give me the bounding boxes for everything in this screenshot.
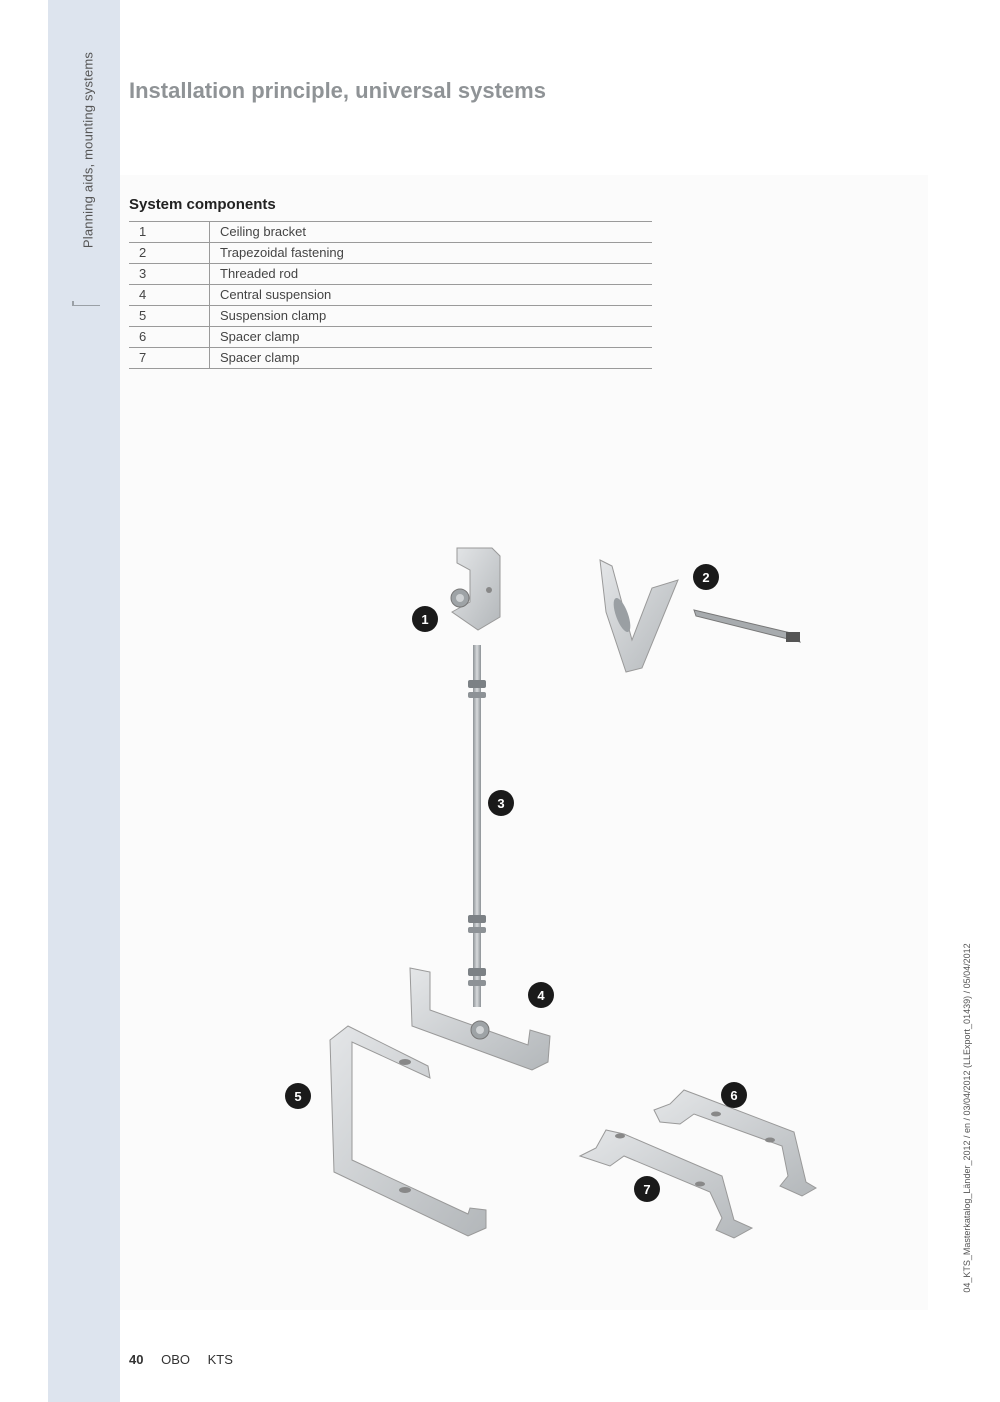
hook-icon (72, 301, 100, 306)
row-name: Spacer clamp (209, 347, 652, 369)
row-number: 2 (129, 242, 210, 264)
installation-diagram: 1 2 3 4 5 6 7 (285, 547, 817, 1239)
svg-text:2: 2 (702, 570, 709, 585)
ceiling-bracket-part (450, 547, 501, 631)
product-name: KTS (207, 1352, 233, 1367)
row-number: 7 (129, 347, 210, 369)
row-number: 4 (129, 284, 210, 306)
svg-text:6: 6 (730, 1088, 737, 1103)
page-number: 40 (129, 1352, 144, 1367)
row-name: Trapezoidal fastening (209, 242, 652, 264)
row-number: 5 (129, 305, 210, 327)
row-name: Spacer clamp (209, 326, 652, 348)
threaded-rod-part (468, 645, 486, 1007)
svg-text:5: 5 (294, 1089, 301, 1104)
row-number: 3 (129, 263, 210, 285)
row-number: 6 (129, 326, 210, 348)
callout-4: 4 (528, 982, 554, 1008)
sidebar-label: Planning aids, mounting systems (80, 51, 96, 249)
spacer-clamp-6-part (653, 1089, 817, 1197)
svg-text:3: 3 (497, 796, 504, 811)
callout-6: 6 (721, 1082, 747, 1108)
row-number: 1 (129, 221, 210, 243)
page-title: Installation principle, universal system… (129, 78, 546, 103)
callout-7: 7 (634, 1176, 660, 1202)
svg-text:4: 4 (537, 988, 545, 1003)
callout-5: 5 (285, 1083, 311, 1109)
callout-3: 3 (488, 790, 514, 816)
row-name: Central suspension (209, 284, 652, 306)
suspension-clamp-part (329, 1025, 487, 1237)
brand-name: OBO (161, 1352, 190, 1367)
callout-1: 1 (412, 606, 438, 632)
svg-text:7: 7 (643, 1182, 650, 1197)
catalog-reference: 04_KTS_Masterkatalog_Länder_2012 / en / … (962, 943, 972, 1293)
svg-text:1: 1 (421, 612, 428, 627)
row-name: Threaded rod (209, 263, 652, 285)
spacer-clamp-7-part (578, 1129, 754, 1239)
sidebar-band (48, 0, 120, 1402)
footer: 40 OBO KTS (129, 1352, 247, 1367)
central-suspension-part (409, 967, 551, 1071)
row-name: Ceiling bracket (209, 221, 652, 243)
section-title: System components (129, 196, 276, 213)
row-name: Suspension clamp (209, 305, 652, 327)
callout-2: 2 (693, 564, 719, 590)
trapezoidal-fastening-part (599, 559, 802, 673)
